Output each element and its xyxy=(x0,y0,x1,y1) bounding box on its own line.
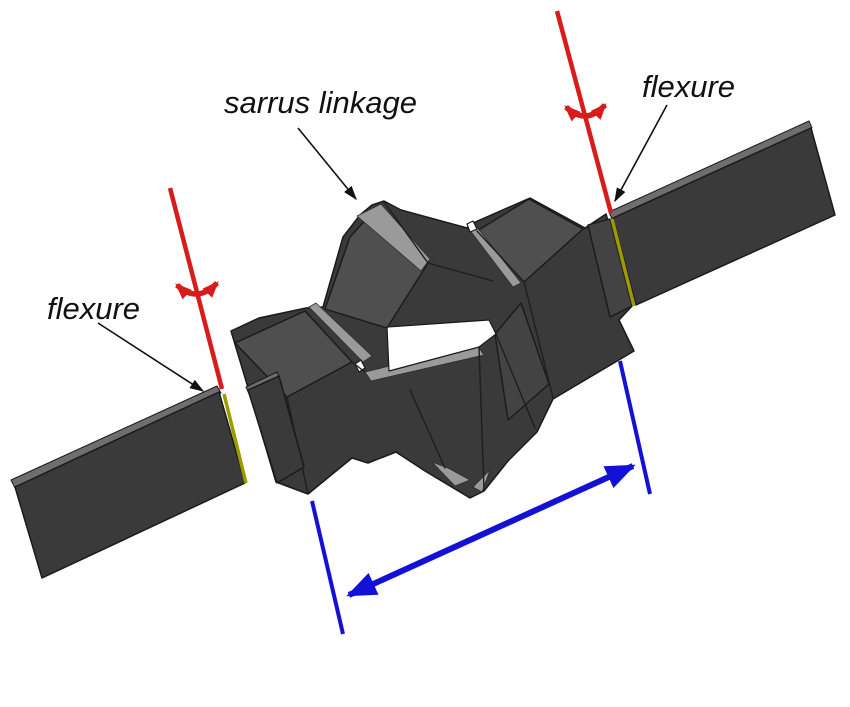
right-arm xyxy=(587,120,836,318)
plate-gap-top xyxy=(466,220,478,233)
flexure-left-label-arrow xyxy=(97,322,205,392)
left-arm-top-edge xyxy=(10,385,222,489)
flexure-right-label-arrow xyxy=(614,104,668,203)
flexure-label-left: flexure xyxy=(47,291,141,326)
sarrus-linkage-label: sarrus linkage xyxy=(224,85,417,120)
rotation-arrow-left-icon xyxy=(175,281,219,300)
left-hinge-highlight xyxy=(308,302,373,363)
right-arm-top-edge xyxy=(608,120,813,220)
roof-ridge-highlight xyxy=(356,203,431,272)
left-connector-face xyxy=(247,375,305,484)
flexure-hinge-right xyxy=(610,218,636,307)
sarrus-label-arrow xyxy=(297,127,357,201)
plate-gap-left xyxy=(354,359,366,373)
sarrus-linkage-body xyxy=(230,197,635,499)
dimension-arrow xyxy=(310,360,652,635)
rotation-arrow-right-icon xyxy=(564,103,608,122)
dimension-extension-left xyxy=(310,500,345,635)
dimension-span-arrow xyxy=(346,463,636,598)
rotation-axis-right xyxy=(554,10,614,214)
rotation-axis-left xyxy=(167,187,225,390)
label-arrows xyxy=(97,104,668,392)
flexure-hinge-left xyxy=(222,393,248,484)
linkage-window xyxy=(386,319,497,372)
right-arm-face xyxy=(612,127,836,306)
left-arm-face xyxy=(14,391,246,579)
right-connector-face xyxy=(587,218,633,318)
dimension-extension-right xyxy=(618,360,652,495)
flexure-label-right: flexure xyxy=(642,69,736,104)
left-arm xyxy=(10,371,305,579)
